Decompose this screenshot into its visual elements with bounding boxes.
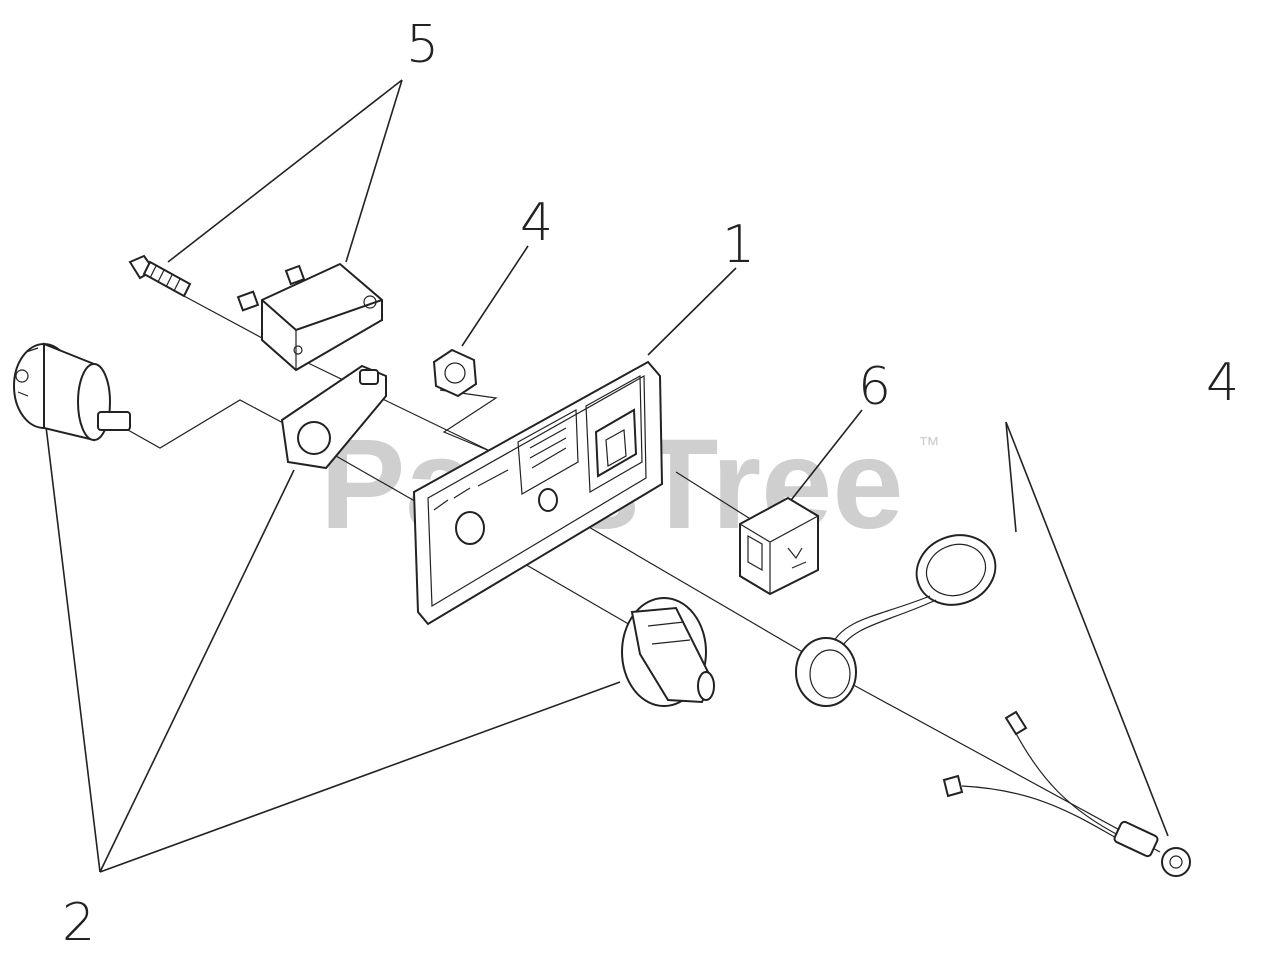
- leader-lines: [43, 79, 1169, 873]
- ignition-switch: [13, 342, 131, 442]
- callout-1: 1: [722, 215, 755, 275]
- outlet-receptacle: [739, 496, 819, 596]
- callout-5: 5: [406, 15, 439, 75]
- lock-nut: [432, 348, 478, 398]
- watermark-trademark: ™: [918, 432, 940, 457]
- callout-6: 6: [858, 357, 891, 417]
- screw: [128, 254, 192, 298]
- callout-4-top: 4: [520, 193, 553, 253]
- wire-harness: [942, 710, 1191, 877]
- mounting-bracket: [280, 364, 387, 470]
- assembly-centerlines: [127, 295, 1161, 853]
- protective-cap: [795, 534, 997, 707]
- callout-2: 2: [62, 893, 95, 953]
- control-panel-plate: [412, 360, 664, 626]
- callout-4-right: 4: [1206, 353, 1239, 413]
- relay-module: [236, 262, 383, 372]
- control-knob: [621, 597, 715, 707]
